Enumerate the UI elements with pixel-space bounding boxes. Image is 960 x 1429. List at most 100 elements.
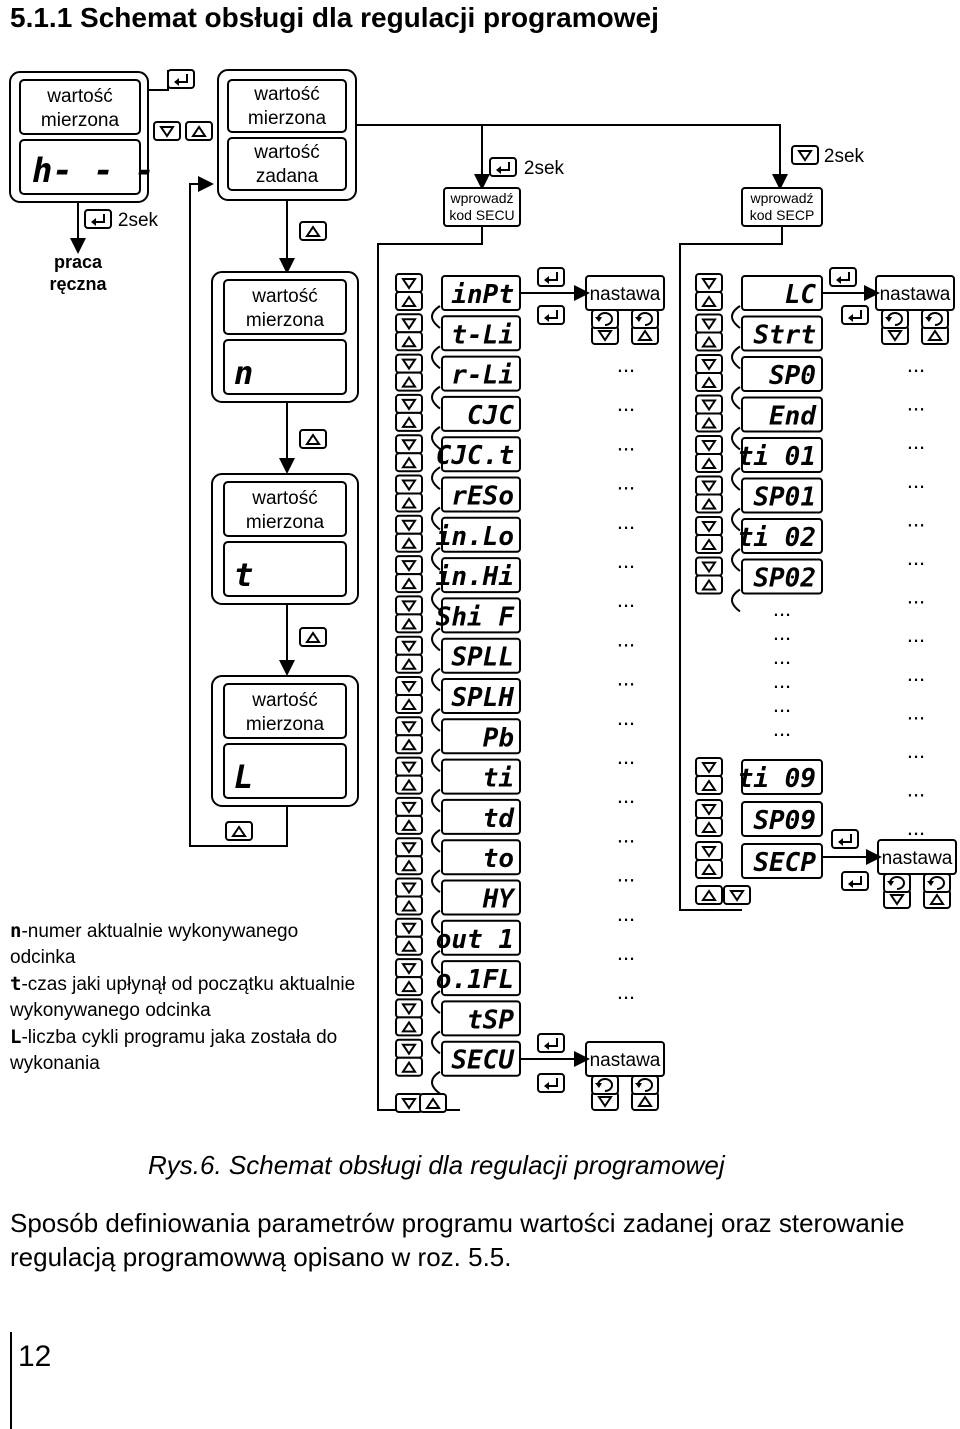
secp-nastawa-ellipsis-1: ... (907, 391, 925, 416)
secu-up-key-0 (395, 291, 423, 311)
down-arrow-icon (401, 963, 417, 975)
secp-enter-key-1-frame (829, 267, 857, 287)
down-arrow-icon (401, 519, 417, 532)
secu-up-key-11 (395, 734, 423, 755)
rotate-arrow-icon (635, 317, 642, 322)
up-arrow-icon (401, 1020, 417, 1033)
secu-up-key-19-frame (395, 1056, 423, 1077)
secu-up-key-9 (395, 653, 423, 674)
secp-up-key-0-frame (695, 291, 723, 311)
secu-up-key-10 (395, 694, 423, 714)
secu-step-arc-8 (431, 627, 441, 652)
secp-step-arc-1 (731, 345, 741, 370)
secu-down-key-2 (395, 353, 423, 374)
secu-step-arc-14 (431, 869, 441, 893)
secp-nastawa-bottom-rotate-key-b (923, 873, 951, 893)
down-arrow-icon (729, 890, 745, 902)
rotate-icon (637, 1078, 653, 1092)
secu-step-arc-4 (431, 466, 441, 490)
link-left-top (148, 70, 169, 91)
secu-param-label-2: r-Li (451, 361, 514, 391)
secp-enter-key-1 (829, 267, 857, 287)
up-arrow-icon (701, 821, 717, 833)
secu-up-key-4-frame (395, 452, 423, 473)
enter-key-secu (489, 157, 517, 177)
secu-down-key-end (395, 1093, 423, 1113)
setpoint-label: wartość (253, 142, 319, 163)
up-arrow-icon (305, 433, 321, 445)
down-arrow-icon (401, 1098, 417, 1110)
secu-step-arc-7 (431, 587, 441, 611)
rotate-arrow-icon (927, 881, 934, 886)
up-arrow-icon (401, 295, 417, 307)
secp-enter-key-2 (841, 305, 869, 325)
secp-2sek-label: 2sek (824, 146, 865, 167)
secp-step-arc-2 (731, 386, 741, 410)
rotate-icon (889, 876, 905, 890)
secu-up-key-3 (395, 411, 423, 432)
secu-param-3 (441, 395, 521, 432)
secu-down-key-16 (395, 917, 423, 938)
secu-down-key-5 (395, 474, 423, 495)
enter-icon (850, 310, 862, 319)
secp-bottom-down-key-2 (695, 841, 723, 861)
enter-key-manual-frame (84, 209, 112, 229)
secp-up-key-6 (695, 534, 723, 554)
secu-up-key-13-frame (395, 814, 423, 835)
secp-nastawa-ellipsis-2: ... (907, 429, 925, 454)
manual-label: praca (54, 252, 103, 272)
down-arrow-icon (701, 480, 717, 493)
secp-ellipsis-0: ... (773, 596, 791, 621)
secu-down-key-15 (395, 877, 423, 898)
enter-secp-label: kod SECP (750, 207, 815, 223)
secp-nastawa-ellipsis-10: ... (907, 738, 925, 763)
secu-nastawa-bottom-up-key (631, 1091, 659, 1111)
secu-param-label-11: Pb (483, 723, 514, 753)
secp-ellipsis-2: ... (773, 644, 791, 669)
secu-nastawa-bottom-rotate-key-a (591, 1075, 619, 1095)
secp-param-4 (741, 437, 823, 473)
secp-up-key-4 (695, 453, 723, 473)
up-arrow-icon (401, 617, 417, 630)
secp-param-bottom-1 (741, 801, 823, 837)
up-key-1-frame (299, 221, 327, 241)
secu-ellipsis-2: ... (617, 430, 635, 455)
down-arrow-icon (401, 882, 417, 895)
secp-up-key-3-frame (695, 412, 723, 433)
secp-down-key-6 (695, 516, 723, 536)
up-arrow-icon (701, 457, 717, 469)
secu-up-key-18 (395, 1016, 423, 1037)
secp-nastawa-top-rotate-key-b-frame (921, 309, 949, 329)
secp-param-bottom-0 (741, 759, 823, 795)
secp-param-6 (741, 518, 823, 554)
up-arrow-icon (401, 738, 417, 751)
secu-step-arc-12 (431, 788, 441, 813)
secu-nastawa-top-rotate-key-a (591, 309, 619, 329)
cycles-display-top (223, 683, 347, 739)
up-key-1 (299, 221, 327, 241)
secu-up-key-5-frame (395, 492, 423, 513)
enter-arrow-icon (544, 1042, 549, 1050)
secp-up-key-2 (695, 372, 723, 392)
secp-param-label-4: ti 01 (738, 442, 816, 472)
time-display-top (223, 481, 347, 537)
secp-up-key-1-frame (695, 331, 723, 352)
rotate-arrow-icon (887, 881, 894, 886)
secu-up-key-11-frame (395, 734, 423, 755)
secu-param-14 (441, 839, 521, 876)
up-key-3 (299, 627, 327, 647)
secp-param-bottom-label-1: SP09 (753, 806, 816, 836)
secu-down-key-1 (395, 313, 423, 334)
down-arrow-icon (401, 761, 417, 774)
down-arrow-icon (597, 1096, 613, 1108)
enter-key-top (167, 69, 195, 89)
secp-nastawa-bottom-rotate-key-a (883, 873, 911, 893)
secp-param-1 (741, 315, 823, 352)
segment-display-bottom (223, 339, 347, 395)
legend-item-cycles: L-liczba cykli programu jaka została do … (10, 1026, 338, 1074)
enter-secu-label: wprowadź (449, 190, 513, 206)
secu-step-arc-16 (431, 949, 441, 974)
secp-ellipsis-4: ... (773, 692, 791, 717)
enter-arrow-icon (544, 1082, 549, 1090)
secp-down-key-1 (695, 313, 723, 334)
